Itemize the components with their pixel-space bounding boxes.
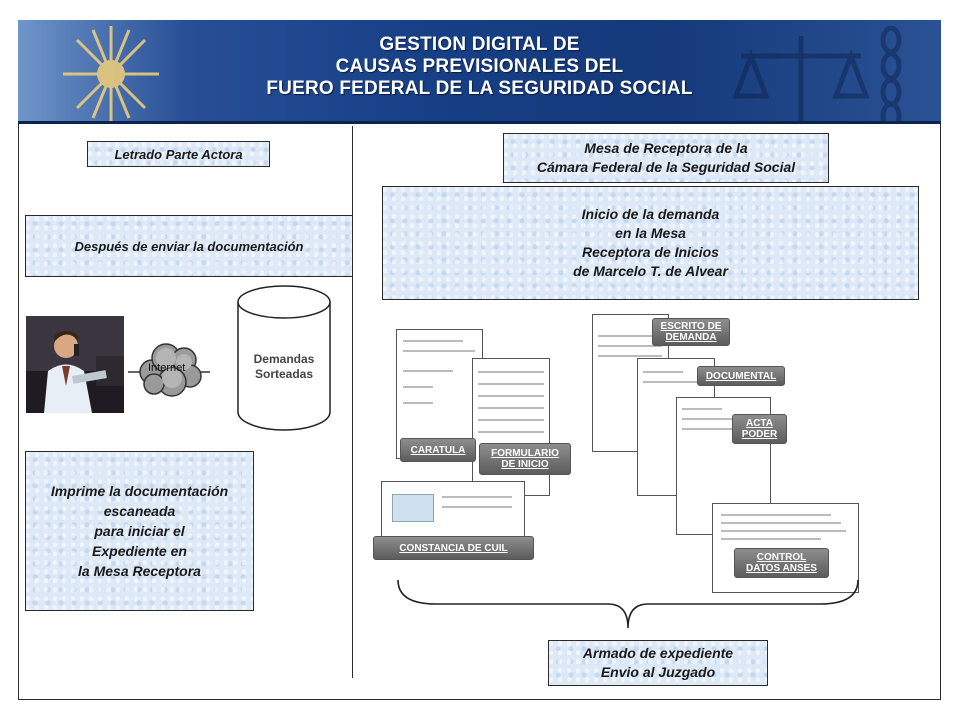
constancia-document bbox=[381, 481, 525, 539]
letrado-label: Letrado Parte Actora bbox=[114, 146, 243, 162]
armado-box: Armado de expediente Envio al Juzgado bbox=[548, 640, 768, 686]
page-title: GESTION DIGITAL DE CAUSAS PREVISIONALES … bbox=[18, 34, 941, 100]
despues-box: Después de enviar la documentación bbox=[25, 215, 353, 277]
inicio-box: Inicio de la demanda en la Mesa Receptor… bbox=[382, 186, 919, 300]
control-document bbox=[712, 503, 859, 593]
caratula-tag: CARATULA bbox=[400, 438, 476, 462]
inicio-label: Inicio de la demanda en la Mesa Receptor… bbox=[573, 206, 728, 279]
constancia-label: CONSTANCIA DE CUIL bbox=[399, 542, 508, 554]
armado-label: Armado de expediente Envio al Juzgado bbox=[582, 645, 734, 680]
constancia-tag: CONSTANCIA DE CUIL bbox=[373, 536, 534, 560]
demandas-label: Demandas Sorteadas bbox=[253, 352, 315, 381]
internet-label: Internet bbox=[148, 362, 186, 374]
imprime-label: Imprime la documentación escaneada para … bbox=[50, 483, 229, 579]
scales-chain-icon bbox=[732, 26, 902, 121]
person-at-computer-icon bbox=[26, 316, 124, 413]
header-banner: GESTION DIGITAL DE CAUSAS PREVISIONALES … bbox=[18, 20, 941, 124]
mesa-label: Mesa de Receptora de la Cámara Federal d… bbox=[536, 140, 796, 175]
caratula-label: CARATULA bbox=[410, 444, 466, 456]
formulario-tag: FORMULARIO DE INICIO bbox=[479, 443, 571, 475]
documental-tag: DOCUMENTAL bbox=[697, 366, 785, 386]
escrito-label: ESCRITO DE DEMANDA bbox=[660, 321, 722, 343]
title-line-2: CAUSAS PREVISIONALES DEL bbox=[335, 56, 624, 77]
database-cylinder-icon bbox=[237, 285, 331, 431]
documental-label: DOCUMENTAL bbox=[705, 370, 777, 382]
acta-label: ACTA PODER bbox=[741, 418, 778, 440]
escrito-tag: ESCRITO DE DEMANDA bbox=[652, 318, 730, 346]
control-label: CONTROL DATOS ANSES bbox=[746, 552, 817, 574]
letrado-box: Letrado Parte Actora bbox=[87, 141, 270, 167]
sun-emblem-icon bbox=[63, 26, 159, 121]
internet-cloud-icon bbox=[128, 343, 210, 397]
formulario-label: FORMULARIO DE INICIO bbox=[491, 448, 559, 470]
mesa-box: Mesa de Receptora de la Cámara Federal d… bbox=[503, 133, 829, 183]
column-divider bbox=[352, 126, 353, 678]
formulario-document bbox=[472, 358, 550, 496]
curly-brace bbox=[397, 579, 859, 629]
title-line-1: GESTION DIGITAL DE bbox=[379, 34, 580, 55]
despues-label: Después de enviar la documentación bbox=[74, 238, 304, 254]
title-line-3: FUERO FEDERAL DE LA SEGURIDAD SOCIAL bbox=[266, 78, 693, 99]
control-tag: CONTROL DATOS ANSES bbox=[734, 548, 829, 578]
imprime-box: Imprime la documentación escaneada para … bbox=[25, 451, 254, 611]
acta-tag: ACTA PODER bbox=[732, 414, 787, 444]
